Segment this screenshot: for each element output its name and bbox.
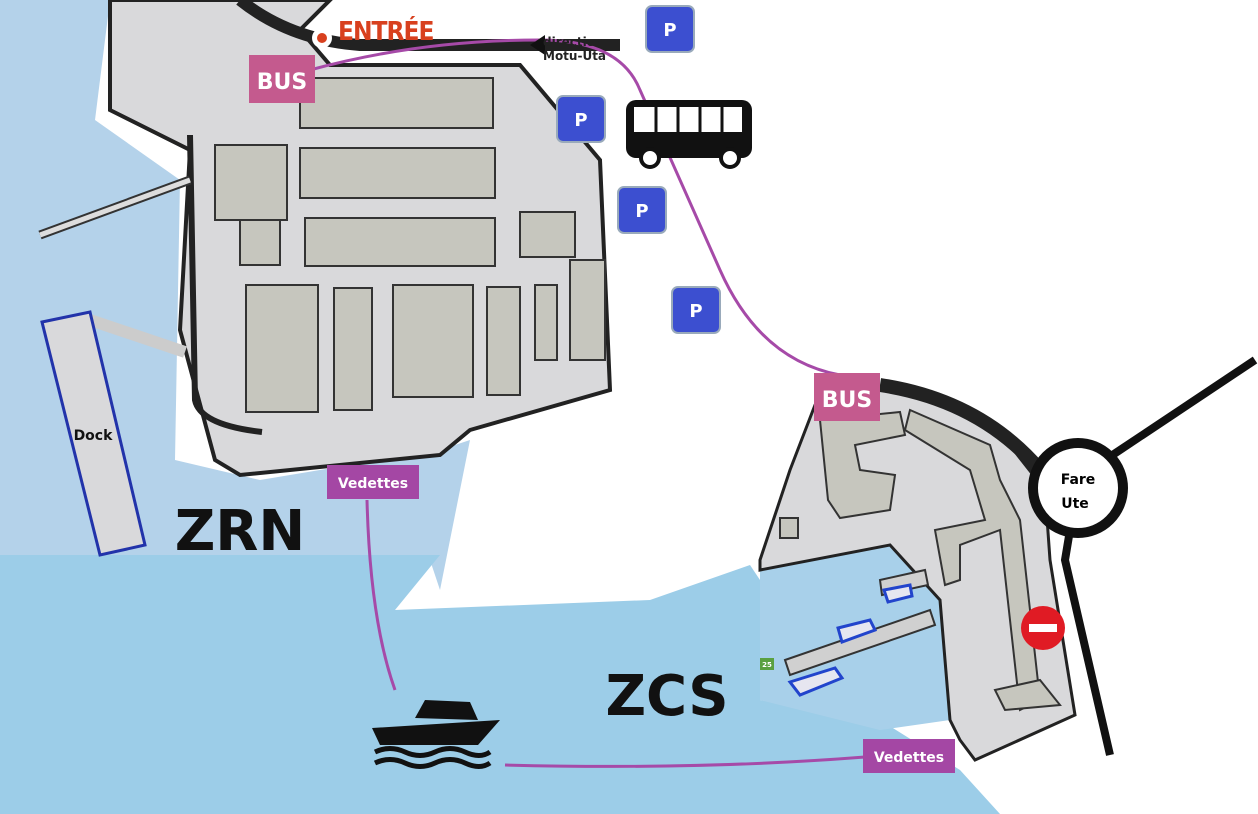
bus-icon bbox=[626, 100, 752, 169]
berth-number: 25 bbox=[762, 661, 772, 669]
ferry-stop-north[interactable]: Vedettes bbox=[327, 465, 419, 499]
road-east bbox=[878, 378, 1046, 475]
parking-icon: P bbox=[663, 20, 676, 41]
entrance-label: ENTRÉE bbox=[338, 15, 434, 47]
road-roundabout-s bbox=[1060, 529, 1114, 756]
bus-stop-north[interactable]: BUS bbox=[249, 55, 315, 103]
bus-stop-label: BUS bbox=[822, 388, 872, 413]
roundabout-fare-ute bbox=[1028, 438, 1128, 538]
berth-marker bbox=[760, 658, 774, 670]
boat-icon bbox=[372, 700, 500, 769]
parking-1[interactable]: P bbox=[645, 5, 695, 53]
parking-2[interactable]: P bbox=[556, 95, 606, 143]
dock-label: Dock bbox=[74, 428, 114, 444]
ferry-label: Vedettes bbox=[874, 750, 944, 766]
zone-north-label: ZRN bbox=[175, 499, 306, 564]
direction-label-1: direction bbox=[543, 35, 604, 49]
zcs-buildings bbox=[779, 408, 1062, 712]
bus-stop-south[interactable]: BUS bbox=[814, 373, 880, 421]
parking-icon: P bbox=[574, 110, 587, 131]
roundabout-label-2: Ute bbox=[1061, 496, 1089, 512]
bus-route bbox=[309, 38, 841, 377]
ferry-label: Vedettes bbox=[338, 476, 408, 492]
bus-stop-label: BUS bbox=[257, 70, 307, 95]
roundabout-label-1: Fare bbox=[1061, 472, 1096, 488]
parking-icon: P bbox=[635, 201, 648, 222]
main-road-north bbox=[236, 0, 620, 51]
inner-road bbox=[187, 134, 263, 435]
zone-south-label: ZCS bbox=[605, 664, 728, 729]
ferry-route bbox=[365, 499, 866, 768]
road-roundabout-ne bbox=[1102, 356, 1258, 464]
ferry-stop-south[interactable]: Vedettes bbox=[863, 739, 955, 773]
moored-boats bbox=[787, 583, 914, 697]
direction-arrow-icon bbox=[530, 35, 545, 55]
parking-icon: P bbox=[689, 301, 702, 322]
zrn-buildings bbox=[214, 77, 606, 413]
parking-3[interactable]: P bbox=[617, 186, 667, 234]
parking-4[interactable]: P bbox=[671, 286, 721, 334]
dock-pier bbox=[40, 310, 147, 557]
sea bbox=[0, 555, 1000, 814]
direction-label-2: Motu-Uta bbox=[543, 49, 606, 63]
no-entry-icon bbox=[1021, 606, 1065, 650]
